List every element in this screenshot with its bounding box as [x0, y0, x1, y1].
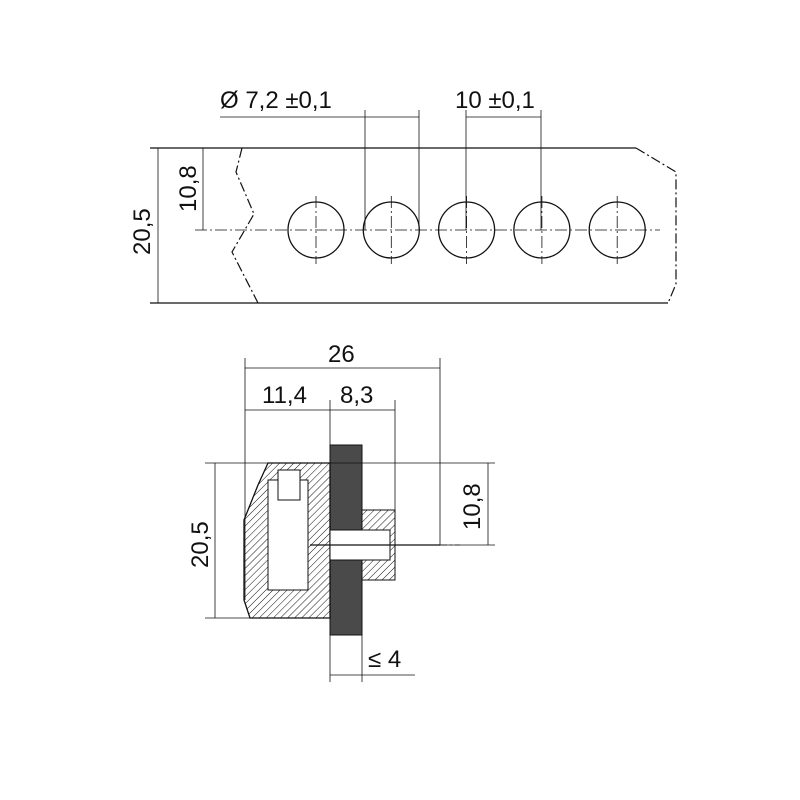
hole-diameter-label: Ø 7,2 ±0,1: [220, 87, 332, 114]
strip-width-label: 20,5: [129, 208, 156, 255]
thread-length-label: 8,3: [340, 382, 373, 409]
holes: [287, 196, 646, 264]
panel-thickness-label: ≤ 4: [368, 646, 401, 673]
pin-height-label: 10,8: [459, 483, 486, 530]
strip-view: 20,5 10,8 Ø 7,2 ±0,1 10 ±0,1: [129, 87, 677, 304]
center-height-label: 10,8: [175, 165, 202, 212]
pitch-label: 10 ±0,1: [455, 87, 535, 114]
contact-sleeve: [277, 469, 301, 501]
overall-length-label: 26: [328, 341, 355, 368]
height-label: 20,5: [187, 521, 214, 568]
strip-right-break: [635, 147, 677, 304]
strip-left-break: [231, 147, 259, 304]
side-view: 26 11,4 8,3 20,5 10,8 ≤ 4: [187, 341, 495, 682]
body-length-label: 11,4: [262, 382, 307, 409]
